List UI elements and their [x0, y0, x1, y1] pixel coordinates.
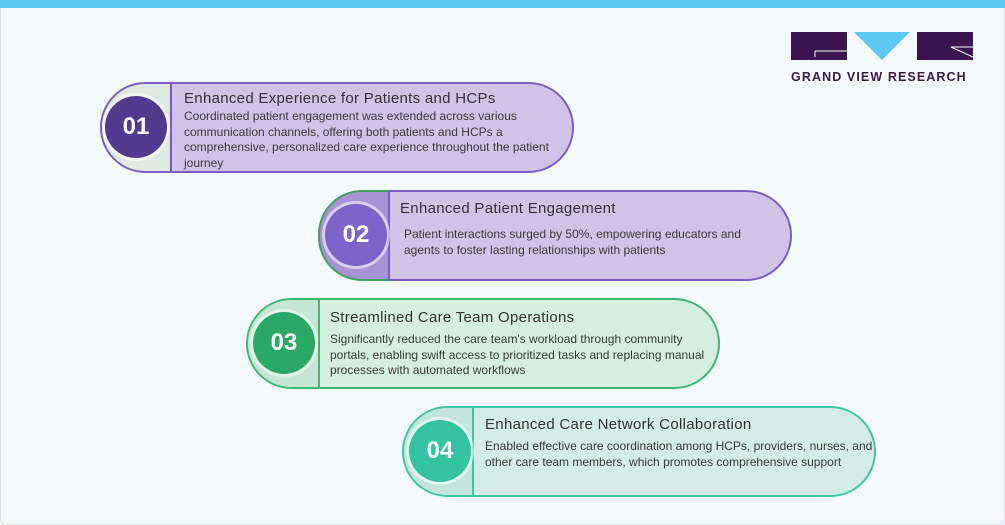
- step-description: Coordinated patient engagement was exten…: [184, 109, 549, 170]
- step-card-03: 03 Streamlined Care Team Operations Sign…: [246, 298, 720, 389]
- step-number-badge: 03: [253, 312, 315, 374]
- step-card-01: 01 Enhanced Experience for Patients and …: [100, 82, 574, 173]
- step-description: Enabled effective care coordination amon…: [485, 439, 873, 469]
- step-title: Enhanced Experience for Patients and HCP…: [184, 90, 496, 107]
- step-title: Streamlined Care Team Operations: [330, 309, 575, 326]
- step-title: Enhanced Patient Engagement: [400, 200, 616, 217]
- step-title: Enhanced Care Network Collaboration: [485, 416, 752, 433]
- step-number-badge: 04: [409, 420, 471, 482]
- step-card-02: 02 Enhanced Patient Engagement Patient i…: [318, 190, 792, 281]
- step-card-04: 04 Enhanced Care Network Collaboration E…: [402, 406, 876, 497]
- step-number-badge: 01: [105, 96, 167, 158]
- step-description: Significantly reduced the care team's wo…: [330, 332, 705, 377]
- step-number-badge: 02: [325, 204, 387, 266]
- logo-text: GRAND VIEW RESEARCH: [791, 70, 967, 84]
- grand-view-research-logo: [791, 32, 973, 60]
- step-description: Patient interactions surged by 50%, empo…: [404, 227, 741, 257]
- top-accent-bar: [0, 0, 1005, 8]
